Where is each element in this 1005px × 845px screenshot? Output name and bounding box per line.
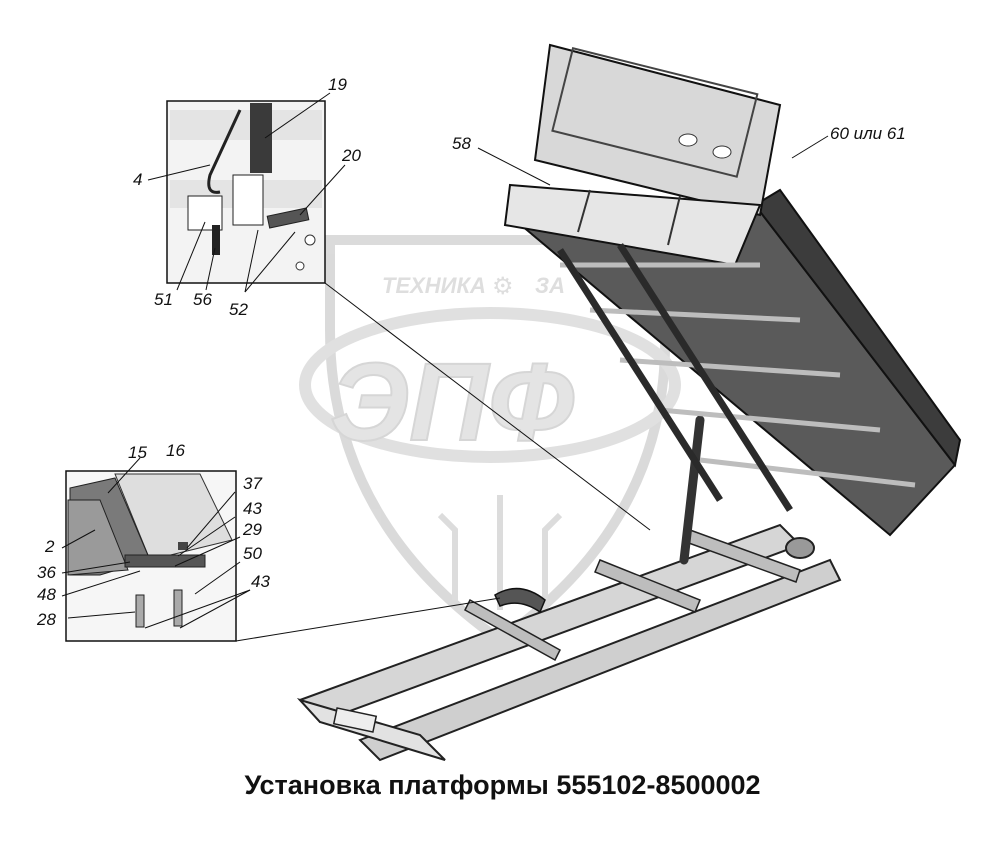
callout-28: 28	[36, 610, 56, 629]
callout-15: 15	[128, 443, 147, 462]
leader-4	[147, 164, 211, 181]
callout-51: 51	[154, 290, 173, 309]
leader-2	[61, 529, 96, 549]
leader-48	[61, 570, 141, 597]
spring-clip-4	[207, 109, 242, 194]
callout-36: 36	[37, 563, 56, 582]
top-inset-detail	[170, 103, 322, 271]
leader-60	[791, 135, 829, 159]
watermark-wheat-icon	[437, 495, 563, 610]
hydraulic-cylinder	[679, 415, 705, 565]
top-inset-leader	[324, 282, 651, 531]
front-board-hole-left	[678, 133, 698, 147]
bracket-plate	[232, 174, 264, 226]
leader-51	[176, 221, 206, 291]
callout-19: 19	[328, 75, 347, 94]
bottom-inset-leader	[235, 597, 501, 642]
callout-60-or-61: 60 или 61	[830, 124, 906, 143]
callout-43-upper: 43	[243, 499, 262, 518]
diagram-caption: Установка платформы 555102-8500002	[244, 770, 761, 800]
leader-43a	[177, 516, 236, 557]
platform-front-board-frame	[551, 47, 759, 178]
frame-rail-right	[358, 558, 842, 762]
bolt-43	[173, 589, 183, 627]
bushing-block	[187, 195, 223, 231]
frame-subframe-bracket	[494, 587, 546, 614]
leader-19	[264, 92, 331, 139]
frame-crossmember-2	[594, 559, 701, 613]
callout-leaders	[61, 92, 829, 629]
callout-43-lower: 43	[251, 572, 270, 591]
leader-28	[67, 611, 136, 619]
protector-rib-1	[577, 189, 591, 233]
callout-20: 20	[341, 146, 361, 165]
leader-20	[299, 164, 346, 216]
frame-part-2	[67, 499, 129, 576]
leader-58	[477, 147, 551, 186]
frame-crossmember-1	[464, 598, 561, 662]
platform-longerons	[557, 243, 793, 512]
leader-56	[205, 247, 216, 291]
callout-2: 2	[44, 537, 55, 556]
leader-15	[107, 457, 141, 494]
protector-rib-2	[667, 195, 681, 246]
bolt-28	[135, 594, 145, 628]
leader-52b	[244, 231, 296, 293]
callout-4: 4	[133, 170, 142, 189]
dump-platform	[503, 43, 962, 537]
leader-29	[174, 536, 241, 567]
inset-leader-lines	[235, 282, 651, 642]
leader-43b-1	[144, 589, 251, 629]
watermark-top-text-left: ТЕХНИКА	[382, 273, 486, 298]
frame-rear-plate	[332, 707, 378, 733]
callout-37: 37	[243, 474, 262, 493]
leader-52a	[244, 229, 259, 293]
hinge-support	[785, 537, 815, 559]
watermark-ring	[299, 307, 681, 463]
callout-labels: 19 4 20 51 56 52 58 60 или 61 15 16 37 4…	[36, 75, 906, 629]
watermark-logo-text: ЭПФ	[330, 341, 574, 464]
leader-50	[194, 561, 241, 595]
callout-48: 48	[37, 585, 56, 604]
lift-cylinder-rod	[250, 103, 272, 173]
leader-43b-2	[179, 589, 251, 629]
callout-58: 58	[452, 134, 471, 153]
leader-36	[61, 561, 131, 574]
platform-side-wall	[753, 188, 962, 468]
bottom-inset-detail	[67, 473, 233, 628]
callout-56: 56	[193, 290, 212, 309]
watermark-gear-icon: ⚙	[492, 273, 514, 300]
watermark-top-text-right: ЗА	[535, 273, 565, 298]
nut-37	[178, 542, 188, 550]
front-board-hole-right	[712, 145, 732, 159]
top-inset	[166, 100, 326, 284]
callout-50: 50	[243, 544, 262, 563]
bolt-56	[212, 225, 220, 255]
callout-29: 29	[242, 520, 262, 539]
watermark: ТЕХНИКА ⚙ ЗА ЭПФ	[299, 235, 681, 647]
platform-crossbeams	[560, 262, 916, 488]
pad-part-36	[124, 554, 206, 568]
chassis-frame	[296, 415, 842, 762]
leader-37	[186, 491, 236, 549]
pin-20	[266, 207, 310, 229]
callout-16: 16	[166, 441, 185, 460]
callout-52: 52	[229, 300, 248, 319]
